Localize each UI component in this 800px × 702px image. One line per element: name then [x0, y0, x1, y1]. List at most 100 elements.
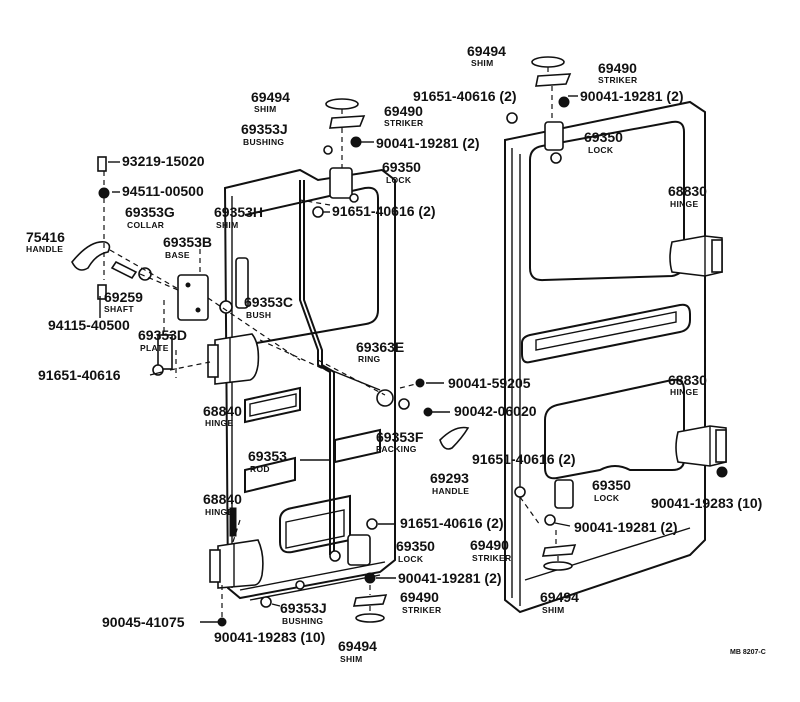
- part-number: 69293: [430, 470, 469, 486]
- callout: 90042-06020: [454, 403, 537, 419]
- part-number: 69353B: [163, 234, 212, 250]
- part-name: SHAFT: [104, 304, 134, 314]
- fasteners: [217, 56, 728, 627]
- leader-lines: [99, 67, 706, 623]
- part-number: 69353: [248, 448, 287, 464]
- right-hinges: [669, 235, 727, 467]
- part-number: 91651-40616 (2): [332, 203, 436, 219]
- callout: 90041-19283 (10): [214, 629, 325, 645]
- part-name: SHIM: [254, 104, 276, 114]
- callout: 91651-40616 (2): [413, 88, 517, 104]
- part-number: 90041-19281 (2): [398, 570, 502, 586]
- part-name: STRIKER: [598, 75, 637, 85]
- part-name: BASE: [165, 250, 190, 260]
- left-door-drawing: [223, 168, 396, 601]
- callout: 90041-19283 (10): [651, 495, 762, 511]
- part-name: HINGE: [205, 507, 233, 517]
- part-name: HINGE: [670, 199, 698, 209]
- part-number: 91651-40616 (2): [400, 515, 504, 531]
- part-number: 69350: [396, 538, 435, 554]
- part-number: 68830: [668, 372, 707, 388]
- right-locks: [514, 121, 574, 509]
- part-number: 69350: [592, 477, 631, 493]
- part-number: 91651-40616 (2): [413, 88, 517, 104]
- part-name: STRIKER: [472, 553, 511, 563]
- part-name: PLATE: [140, 343, 169, 353]
- part-number: 69494: [251, 89, 290, 105]
- part-number: 69490: [400, 589, 439, 605]
- part-number: 69353G: [125, 204, 175, 220]
- handle-parts: [71, 156, 470, 450]
- part-number: 90041-19283 (10): [214, 629, 325, 645]
- part-number: 90042-06020: [454, 403, 537, 419]
- part-name: HANDLE: [26, 244, 63, 254]
- part-number: 90045-41075: [102, 614, 185, 630]
- callout: 90045-41075: [102, 614, 185, 630]
- part-name: SHIM: [471, 58, 493, 68]
- callout: 91651-40616 (2): [332, 203, 436, 219]
- part-number: 69494: [338, 638, 377, 654]
- part-number: 69353J: [280, 600, 327, 616]
- callout: 90041-19281 (2): [398, 570, 502, 586]
- callout: 90041-19281 (2): [574, 519, 678, 535]
- part-number: 69494: [540, 589, 579, 605]
- part-number: 91651-40616: [38, 367, 121, 383]
- part-number: 69490: [470, 537, 509, 553]
- part-name: BUSHING: [282, 616, 323, 626]
- part-name: LOCK: [386, 175, 412, 185]
- part-number: 94115-40500: [48, 317, 130, 333]
- left-hinges: [207, 333, 264, 589]
- part-number: 68840: [203, 491, 242, 507]
- part-number: 69363E: [356, 339, 404, 355]
- part-number: 69353H: [214, 204, 263, 220]
- part-name: HANDLE: [432, 486, 469, 496]
- part-number: 68830: [668, 183, 707, 199]
- callout: 91651-40616: [38, 367, 121, 383]
- part-number: 69494: [467, 43, 506, 59]
- part-name: HINGE: [205, 418, 233, 428]
- part-number: 69259: [104, 289, 143, 305]
- part-number: 69353J: [241, 121, 288, 137]
- part-name: STRIKER: [384, 118, 423, 128]
- callout: 90041-59205: [448, 375, 531, 391]
- right-door-drawing: [504, 100, 706, 614]
- part-number: 90041-19283 (10): [651, 495, 762, 511]
- part-name: ROD: [250, 464, 270, 474]
- part-number: 69490: [384, 103, 423, 119]
- part-number: 69350: [382, 159, 421, 175]
- part-number: 69490: [598, 60, 637, 76]
- part-number: 90041-19281 (2): [580, 88, 684, 104]
- part-number: 69353C: [244, 294, 293, 310]
- callout: 93219-15020: [122, 153, 205, 169]
- callout: 90041-19281 (2): [580, 88, 684, 104]
- part-name: RING: [358, 354, 381, 364]
- part-name: LOCK: [588, 145, 614, 155]
- part-name: SHIM: [542, 605, 564, 615]
- part-name: SHIM: [340, 654, 362, 664]
